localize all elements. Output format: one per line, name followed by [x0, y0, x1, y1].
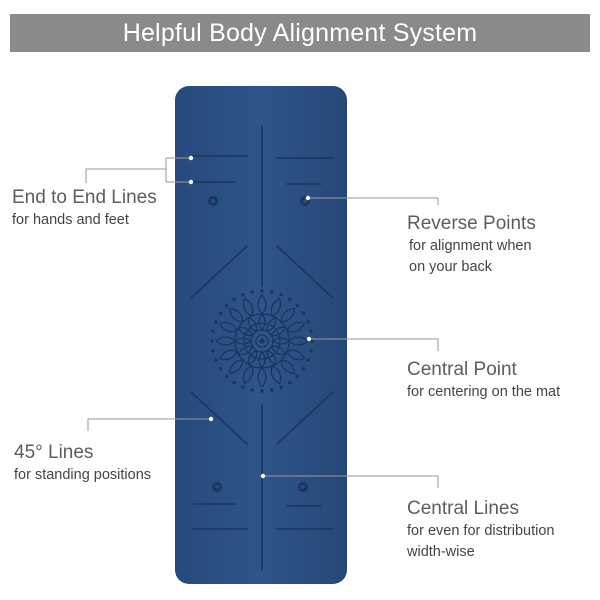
page-title: Helpful Body Alignment System [122, 18, 478, 47]
mandala-dot [241, 293, 245, 297]
mandala-dot [250, 388, 254, 392]
mandala-dot [301, 311, 306, 315]
diag-line-bl [190, 391, 248, 445]
leader-end-to-end [85, 168, 166, 183]
mandala-ring [255, 334, 269, 348]
header-banner: Helpful Body Alignment System [10, 14, 590, 52]
mandala-dot [241, 385, 245, 389]
mandala-outer-petal [228, 359, 244, 375]
mandala-dot [210, 339, 214, 343]
label-central-point: Central Point for centering on the mat [407, 358, 560, 403]
mandala-dot [269, 290, 274, 294]
mandala-outer-petal [270, 297, 282, 317]
mandala-outer-petal [280, 307, 296, 323]
mandala-dot [232, 297, 236, 302]
mandala-inner-petal [247, 349, 258, 366]
mandala-dot [306, 320, 310, 324]
mandala-dot [211, 348, 215, 353]
mandala-dot [211, 329, 215, 333]
mandala-dot [309, 348, 313, 353]
mandala-dot [214, 320, 218, 324]
mandala-dot [295, 303, 300, 308]
mandala-outer-petal [218, 321, 238, 333]
mandala-icon [210, 289, 314, 393]
mandala-dot [295, 374, 300, 379]
mandala-outer-petal [270, 365, 282, 385]
label-central-lines: Central Lines for even for distribution … [407, 497, 555, 563]
mandala-dot [218, 367, 223, 371]
reverse-point-bottom-left [212, 482, 223, 493]
mandala-outer-petal [286, 321, 306, 333]
mandala-outer-petal [214, 336, 236, 346]
mandala-outer-petal [286, 349, 306, 361]
mandala-dot [301, 367, 306, 371]
mandala-inner-petal [247, 316, 258, 333]
mandala-inner-petal [237, 345, 254, 356]
mandala-ring [243, 322, 281, 360]
mandala-dot [279, 293, 283, 297]
label-subtitle: for hands and feet [12, 212, 129, 228]
label-subtitle: width-wise [407, 544, 475, 560]
label-subtitle: on your back [409, 259, 493, 275]
mandala-dot [269, 388, 274, 392]
mandala-dot [309, 329, 313, 333]
yoga-mat-illustration [175, 86, 347, 584]
mandala-outer-petal [280, 359, 296, 375]
label-subtitle: for standing positions [14, 467, 152, 483]
mandala-dot [260, 389, 264, 393]
mandala-dot [288, 380, 292, 385]
label-title: 45° Lines [14, 442, 94, 463]
mandala-inner-petal [270, 345, 287, 356]
mandala-outer-petal [242, 297, 254, 317]
mandala-dot [288, 297, 292, 302]
diag-line-tr [276, 245, 334, 299]
mandala-inner-petal [266, 316, 277, 333]
diag-line-br [276, 391, 334, 445]
label-subtitle: for centering on the mat [407, 384, 561, 400]
mandala-dot [218, 311, 223, 315]
mandala-dot [214, 358, 218, 362]
label-subtitle: for alignment when [409, 238, 532, 254]
label-subtitle: for even for distribution [407, 523, 555, 539]
mandala-center [259, 338, 265, 344]
yoga-mat-svg [175, 86, 347, 584]
mandala-outer-petal [218, 349, 238, 361]
mandala-inner-petal [237, 326, 254, 337]
mandala-inner-petal [266, 349, 277, 366]
diag-line-tl [190, 245, 248, 299]
mandala-outer-petal [228, 307, 244, 323]
mandala-outer-petal [257, 367, 267, 389]
label-title: End to End Lines [12, 187, 157, 208]
label-title: Central Lines [407, 498, 519, 519]
label-end-to-end-lines: End to End Lines for hands and feet [12, 186, 157, 231]
label-title: Reverse Points [407, 213, 536, 234]
mandala-inner-petal [270, 326, 287, 337]
mandala-outer-petal [242, 365, 254, 385]
mandala-outer-petal [257, 293, 267, 315]
mandala-dot [224, 374, 229, 379]
label-45-lines: 45° Lines for standing positions [14, 441, 151, 486]
mandala-dot [224, 303, 229, 308]
label-reverse-points: Reverse Points for alignment when on you… [407, 212, 536, 278]
mandala-dot [250, 290, 254, 294]
mandala-dot [260, 289, 264, 293]
reverse-point-top-left [208, 196, 219, 206]
mandala-dot [306, 358, 310, 362]
mandala-dot [310, 339, 314, 343]
mandala-dot [279, 385, 283, 389]
label-title: Central Point [407, 359, 517, 380]
mandala-dot [232, 380, 236, 385]
